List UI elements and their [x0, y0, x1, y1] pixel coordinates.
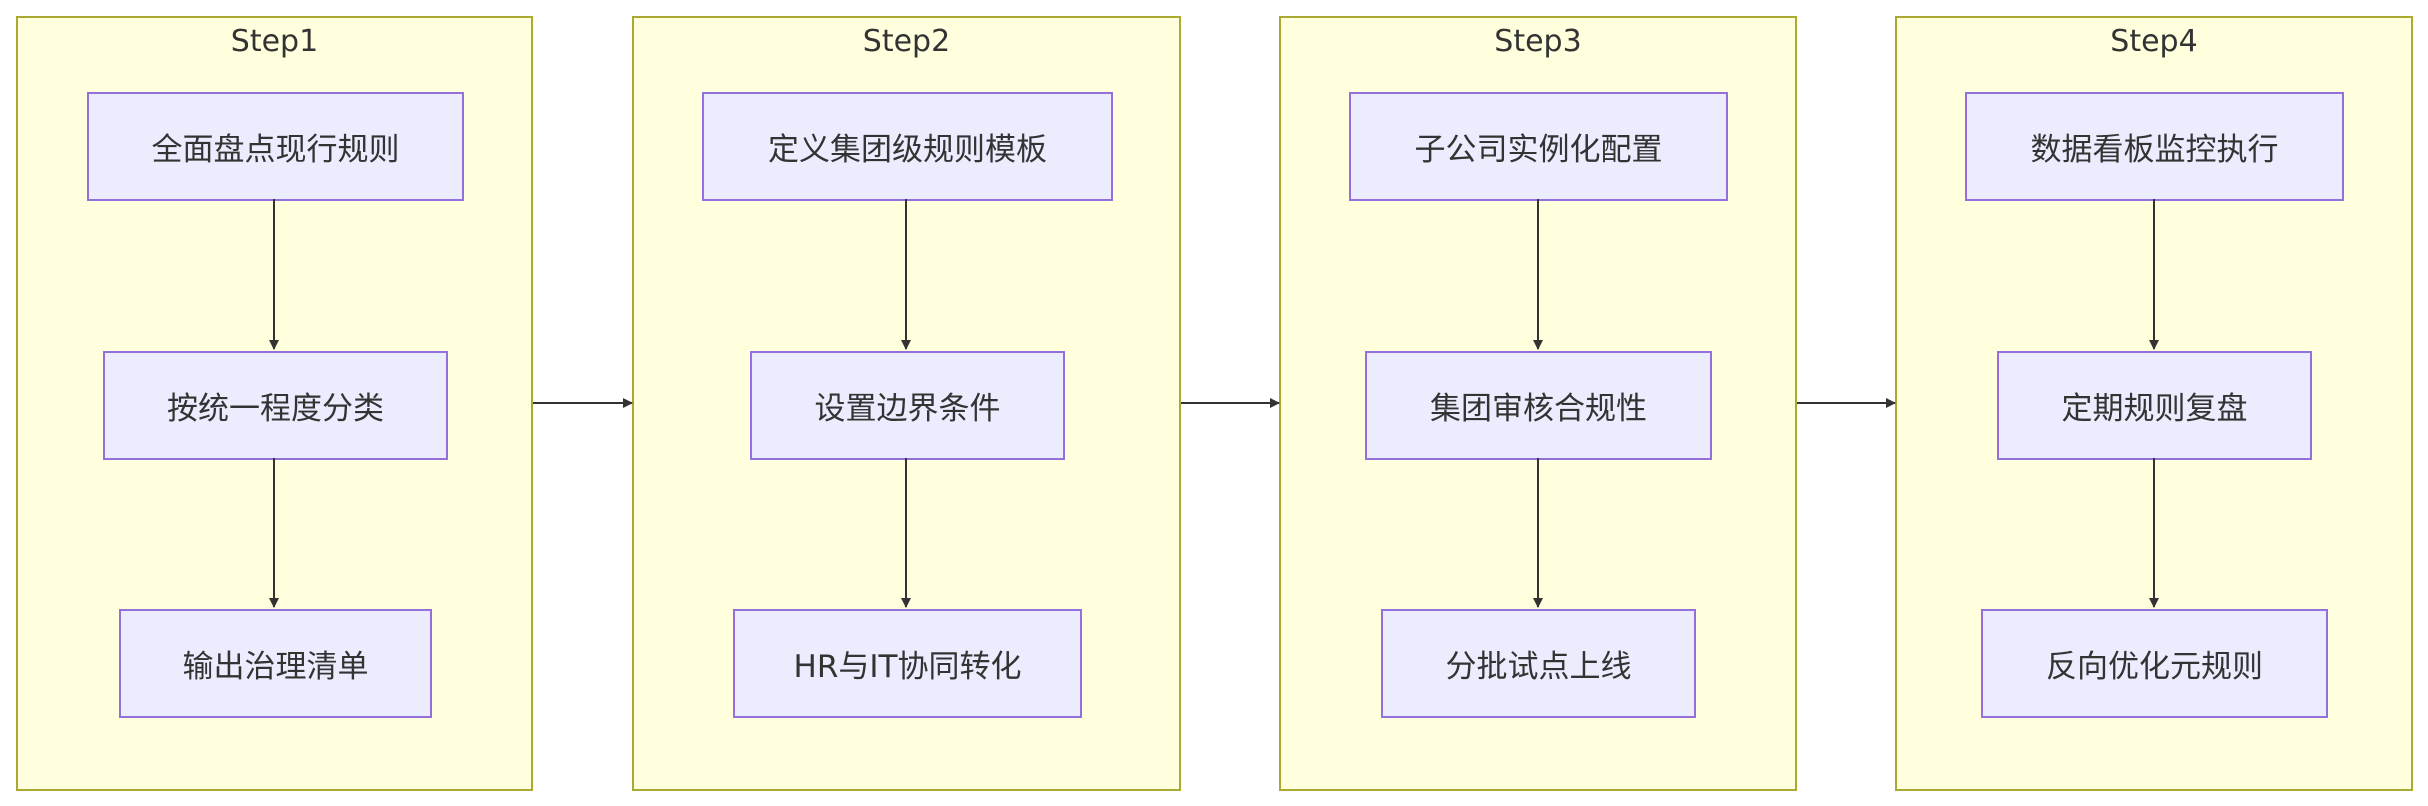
node-hr-it-collab: HR与IT协同转化 [733, 609, 1082, 718]
node-pilot-launch: 分批试点上线 [1381, 609, 1696, 718]
step-title: Step2 [862, 24, 951, 59]
node-group-audit: 集团审核合规性 [1365, 351, 1712, 460]
step-title: Step3 [1494, 24, 1582, 59]
node-dashboard-monitor: 数据看板监控执行 [1965, 92, 2344, 201]
step-cluster-1: Step1 全面盘点现行规则 按统一程度分类 输出治理清单 [16, 16, 533, 791]
step-cluster-2: Step2 定义集团级规则模板 设置边界条件 HR与IT协同转化 [632, 16, 1181, 791]
node-define-template: 定义集团级规则模板 [702, 92, 1113, 201]
node-inventory-rules: 全面盘点现行规则 [87, 92, 464, 201]
step-cluster-4: Step4 数据看板监控执行 定期规则复盘 反向优化元规则 [1895, 16, 2413, 791]
node-reverse-optimize: 反向优化元规则 [1981, 609, 2328, 718]
step-cluster-3: Step3 子公司实例化配置 集团审核合规性 分批试点上线 [1279, 16, 1797, 791]
step-title: Step4 [2110, 24, 2198, 59]
node-periodic-review: 定期规则复盘 [1997, 351, 2312, 460]
step-title: Step1 [230, 24, 319, 59]
node-subsidiary-config: 子公司实例化配置 [1349, 92, 1728, 201]
node-classify: 按统一程度分类 [103, 351, 448, 460]
node-output-list: 输出治理清单 [119, 609, 432, 718]
node-boundary-conditions: 设置边界条件 [750, 351, 1065, 460]
